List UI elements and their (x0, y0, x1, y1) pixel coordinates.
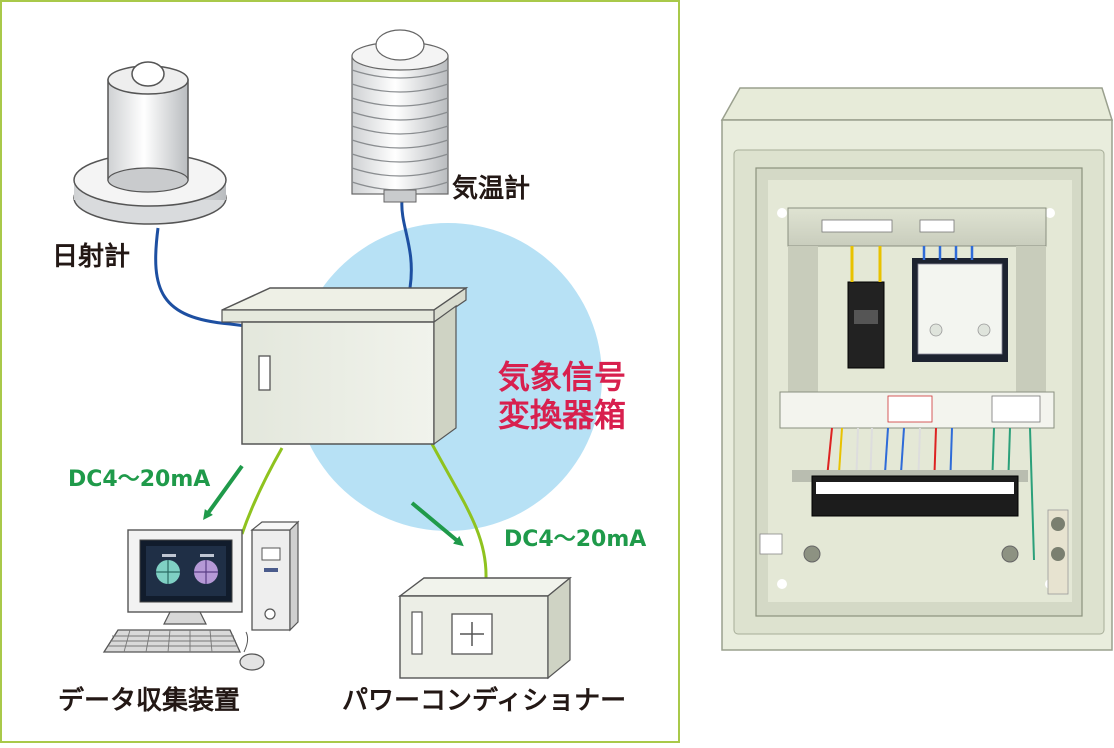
power-conditioner-icon (397, 576, 572, 680)
signal-label-right: DC4〜20mA (504, 527, 647, 552)
power-conditioner-label: パワーコンディショナー (342, 686, 627, 716)
signal-label-left: DC4〜20mA (68, 467, 211, 492)
converter-label-line2: 変換器箱 (498, 396, 627, 434)
thermometer-cable (400, 199, 413, 289)
converter-box-photo (720, 87, 1114, 651)
pyranometer-cable (154, 227, 247, 328)
signal-arrow-left (203, 464, 244, 521)
data-logger-label: データ収集装置 (58, 686, 241, 716)
signal-arrow-right (410, 501, 464, 547)
pyranometer-icon (73, 61, 227, 225)
converter-label-line1: 気象信号 (498, 358, 627, 396)
converter-box-icon (221, 286, 469, 446)
data-logger-icon (102, 520, 300, 671)
pyranometer-label: 日射計 (52, 242, 131, 272)
thermometer-icon (351, 29, 449, 203)
logger-cable (240, 447, 284, 535)
thermometer-label: 気温計 (452, 174, 531, 204)
conditioner-cable (430, 443, 488, 579)
